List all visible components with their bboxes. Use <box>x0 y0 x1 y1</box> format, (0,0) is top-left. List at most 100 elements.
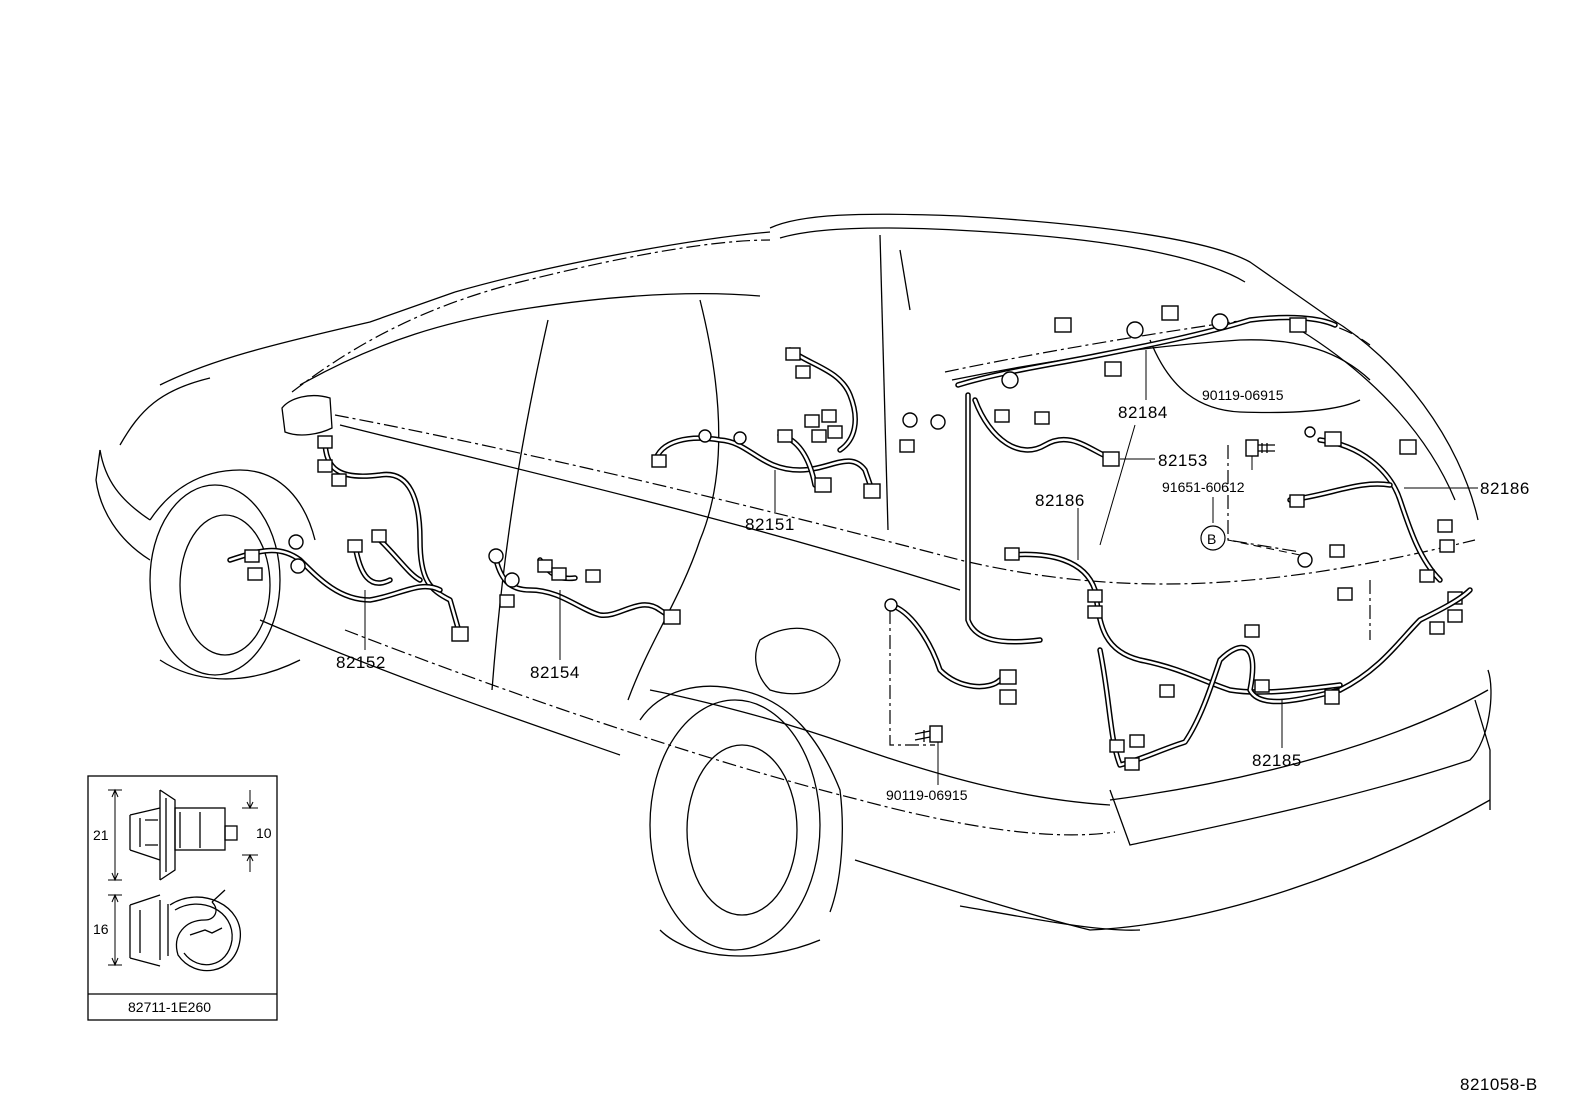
connector <box>994 409 1010 423</box>
connector <box>1419 569 1435 583</box>
connector <box>1129 734 1145 748</box>
part-label-82184: 82184 <box>1118 403 1168 422</box>
connector <box>785 347 801 361</box>
grommet-icon <box>1211 313 1229 331</box>
grommet-icon <box>1126 321 1144 339</box>
connector <box>1324 689 1340 705</box>
grommet-icon <box>1297 552 1313 568</box>
connector <box>821 409 837 423</box>
clip-detail-inset: 21 10 16 82711-1E260 <box>87 775 278 1021</box>
grommet-icon <box>884 598 898 612</box>
connector <box>1439 539 1455 553</box>
figure-code: 821058-B <box>1460 1075 1538 1094</box>
connector <box>1004 547 1020 561</box>
clip-side-view-icon <box>129 789 238 881</box>
connector <box>1034 411 1050 425</box>
connector <box>795 365 811 379</box>
connector <box>347 539 363 553</box>
grommet-icon <box>1001 371 1019 389</box>
harness-82184 <box>955 305 1338 389</box>
connector <box>371 529 387 543</box>
connector <box>1054 317 1072 333</box>
part-label-grommet: 91651-60612 <box>1162 479 1245 495</box>
connector <box>777 429 793 443</box>
connector <box>1447 609 1463 623</box>
connector <box>1104 361 1122 377</box>
part-label-82154: 82154 <box>530 663 580 682</box>
harness-82185 <box>884 587 1473 771</box>
bolt-upper-icon <box>1245 439 1275 457</box>
harness-82151 <box>651 347 946 499</box>
connector <box>1289 317 1307 333</box>
connector <box>863 483 881 499</box>
clip-part-number: 82711-1E260 <box>128 999 211 1015</box>
connector <box>804 414 820 428</box>
connector <box>317 459 333 473</box>
connector <box>247 567 263 581</box>
connector <box>814 477 832 493</box>
grommet-icon <box>488 548 504 564</box>
grommet-icon <box>902 412 918 428</box>
dimension-16: 16 <box>93 921 109 937</box>
connector <box>244 549 260 563</box>
grommet-icon <box>930 414 946 430</box>
connector <box>1254 679 1270 693</box>
dimension-21: 21 <box>93 827 109 843</box>
connector <box>1159 684 1175 698</box>
grommet-icon <box>1304 426 1316 438</box>
callout-b-circle <box>1200 525 1226 551</box>
connector <box>1289 494 1305 508</box>
vehicle-body <box>95 213 1492 957</box>
connector <box>1087 605 1103 619</box>
grommet-icon <box>733 431 747 445</box>
connector <box>1087 589 1103 603</box>
connector <box>1337 587 1353 601</box>
connector <box>1161 305 1179 321</box>
harness-82152 <box>227 435 469 642</box>
connector <box>451 626 469 642</box>
connector <box>317 435 333 449</box>
grommet-icon <box>504 572 520 588</box>
grommet-icon <box>698 429 712 443</box>
leader-lines <box>364 350 1478 785</box>
part-label-bolt-lower: 90119-06915 <box>886 787 968 803</box>
connector <box>811 429 827 443</box>
harness-82154 <box>488 548 681 625</box>
connector <box>1244 624 1260 638</box>
connector <box>1437 519 1453 533</box>
part-label-82185: 82185 <box>1252 751 1302 770</box>
connector <box>663 609 681 625</box>
part-label-82186-left: 82186 <box>1035 491 1085 510</box>
connector <box>1399 439 1417 455</box>
part-label-bolt-upper: 90119-06915 <box>1202 387 1284 403</box>
connector <box>537 559 553 573</box>
part-label-82153: 82153 <box>1158 451 1208 470</box>
connector <box>551 567 567 581</box>
connector <box>1109 739 1125 753</box>
connector <box>899 439 915 453</box>
clip-band-view-icon <box>129 889 241 972</box>
part-label-82186-right: 82186 <box>1480 479 1530 498</box>
harness-82153 <box>965 392 1120 645</box>
callout-b-label: B <box>1207 531 1216 547</box>
connector <box>499 594 515 608</box>
connector <box>651 454 667 468</box>
connector <box>1124 757 1140 771</box>
grommet-icon <box>288 534 304 550</box>
connector <box>1102 451 1120 467</box>
dimension-10: 10 <box>256 825 272 841</box>
connector <box>999 669 1017 685</box>
connector <box>1329 544 1345 558</box>
connector <box>1324 431 1342 447</box>
inset-frame <box>87 775 278 1021</box>
connector <box>999 689 1017 705</box>
connector <box>331 473 347 487</box>
connector <box>827 425 843 439</box>
grommet-icon <box>290 558 306 574</box>
connector <box>585 569 601 583</box>
part-labels: 82151 82152 82154 82184 82153 82186 8218… <box>336 387 1530 803</box>
connector <box>1429 621 1445 635</box>
part-label-82152: 82152 <box>336 653 386 672</box>
